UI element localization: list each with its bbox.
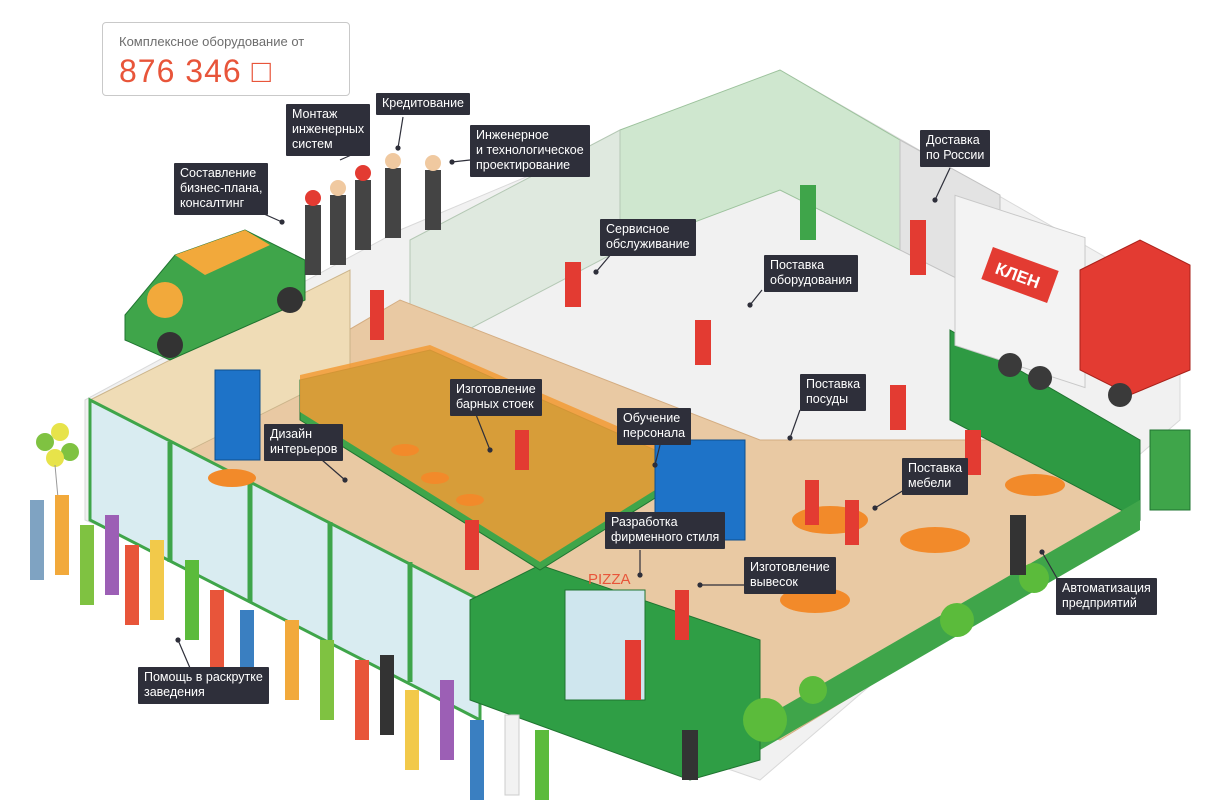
callout-corporate-style[interactable]: Разработка фирменного стиля [605, 512, 726, 549]
callout-montage[interactable]: Монтаж инженерных систем [286, 104, 371, 156]
bar-stool [456, 494, 484, 506]
callout-pointers [175, 116, 1059, 669]
truck-cab [1079, 239, 1191, 396]
callout-furniture-supply[interactable]: Поставка мебели [902, 458, 969, 495]
callout-signs[interactable]: Изготовление вывесок [744, 557, 836, 594]
bar-stool [208, 469, 256, 487]
callout-equipment-supply[interactable]: Поставка оборудования [764, 255, 859, 292]
dining-table [900, 527, 970, 553]
bar-stool [421, 472, 449, 484]
price-tag-label: Комплексное оборудование от [119, 34, 305, 49]
bar-stool [391, 444, 419, 456]
shrub [743, 698, 787, 742]
dining-table [1005, 474, 1065, 496]
callout-bar-counters[interactable]: Изготовление барных стоек [450, 379, 542, 416]
callout-delivery-russia[interactable]: Доставка по России [920, 130, 991, 167]
callout-interior-design[interactable]: Дизайн интерьеров [264, 424, 344, 461]
callout-service[interactable]: Сервисное обслуживание [600, 219, 696, 256]
price-tag: Комплексное оборудование от 876 346 □ [102, 22, 350, 96]
callout-automation[interactable]: Автоматизация предприятий [1056, 578, 1157, 615]
customer-queue [30, 495, 549, 800]
balloons [36, 423, 79, 521]
bar-counter-top [300, 345, 700, 562]
shrub [940, 603, 974, 637]
terminal-machine [214, 369, 261, 461]
trash-bin [1149, 429, 1191, 511]
staff-figures [305, 153, 1026, 780]
shrub [799, 676, 827, 704]
callout-business-plan[interactable]: Составление бизнес-плана, консалтинг [174, 163, 269, 215]
callout-dishes-supply[interactable]: Поставка посуды [800, 374, 867, 411]
callout-promotion[interactable]: Помощь в раскрутке заведения [138, 667, 269, 704]
price-amount: 876 346 [119, 53, 242, 89]
shrub [1019, 563, 1049, 593]
callout-credit[interactable]: Кредитование [376, 93, 471, 115]
callout-staff-training[interactable]: Обучение персонала [617, 408, 692, 445]
callout-engineering[interactable]: Инженерное и технологическое проектирова… [470, 125, 590, 177]
green-car [124, 229, 306, 361]
currency-icon: □ [251, 53, 272, 89]
pizza-sign: PIZZA [588, 571, 631, 588]
price-tag-amount: 876 346 □ [119, 53, 272, 90]
